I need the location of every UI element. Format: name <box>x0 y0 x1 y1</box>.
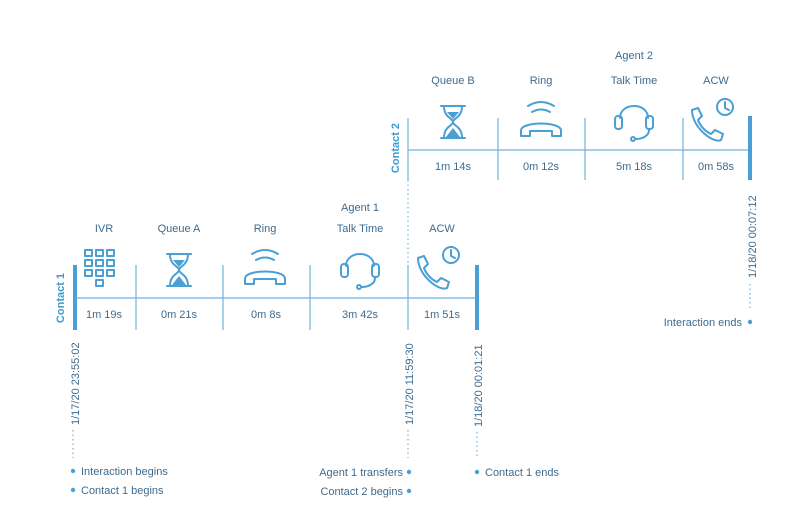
event-label: Contact 1 begins <box>81 485 164 497</box>
ringing-phone-icon <box>520 101 562 137</box>
stage-duration: 1m 51s <box>424 309 461 321</box>
stage-label: Ring <box>530 75 553 87</box>
stage-duration: 0m 12s <box>523 161 560 173</box>
stage-duration: 1m 19s <box>86 309 123 321</box>
stage-duration: 0m 8s <box>251 309 281 321</box>
contact-2-track: Contact 2 Queue B Ring Agent 2 Talk Time… <box>390 50 752 180</box>
contact-2-title: Contact 2 <box>390 123 402 173</box>
headset-icon <box>340 253 380 290</box>
ringing-phone-icon <box>244 249 286 285</box>
stage-label: Talk Time <box>611 75 657 87</box>
timestamp-contact-1-start: 1/17/20 23:55:02 <box>70 342 82 425</box>
stage-label: Talk Time <box>337 223 383 235</box>
stage-label: Ring <box>254 223 277 235</box>
timestamp-interaction-end: 1/18/20 00:07:12 <box>747 195 759 278</box>
stage-label: ACW <box>429 223 455 235</box>
stage-duration: 3m 42s <box>342 309 379 321</box>
event-dot <box>406 469 412 475</box>
hourglass-icon <box>166 253 192 287</box>
phone-clock-icon <box>691 98 734 142</box>
stage-label: IVR <box>95 223 113 235</box>
event-dot <box>70 468 76 474</box>
stage-label: Queue B <box>431 75 474 87</box>
event-label: Agent 1 transfers <box>319 467 403 479</box>
agent-label: Agent 1 <box>341 202 379 214</box>
stage-duration: 5m 18s <box>616 161 653 173</box>
headset-icon <box>614 105 654 142</box>
event-label: Interaction ends <box>664 317 743 329</box>
stage-duration: 1m 14s <box>435 161 472 173</box>
stage-label: Queue A <box>158 223 201 235</box>
stage-duration: 0m 58s <box>698 161 735 173</box>
timestamp-transfer: 1/17/20 11:59:30 <box>404 343 416 425</box>
event-dot <box>747 319 753 325</box>
phone-clock-icon <box>417 246 460 290</box>
event-label: Contact 2 begins <box>320 486 403 498</box>
event-label: Contact 1 ends <box>485 467 559 479</box>
hourglass-icon <box>440 105 466 139</box>
event-dot <box>70 487 76 493</box>
contact-1-title: Contact 1 <box>55 273 67 323</box>
stage-label: ACW <box>703 75 729 87</box>
event-label: Interaction begins <box>81 466 168 478</box>
event-dot <box>474 469 480 475</box>
stage-duration: 0m 21s <box>161 309 198 321</box>
contact-1-track: Contact 1 IVR Queue A Ring Agent 1 Talk … <box>55 202 479 330</box>
event-dot <box>406 488 412 494</box>
timestamp-contact-1-end: 1/18/20 00:01:21 <box>473 344 485 427</box>
keypad-icon <box>84 249 115 287</box>
agent-label: Agent 2 <box>615 50 653 62</box>
